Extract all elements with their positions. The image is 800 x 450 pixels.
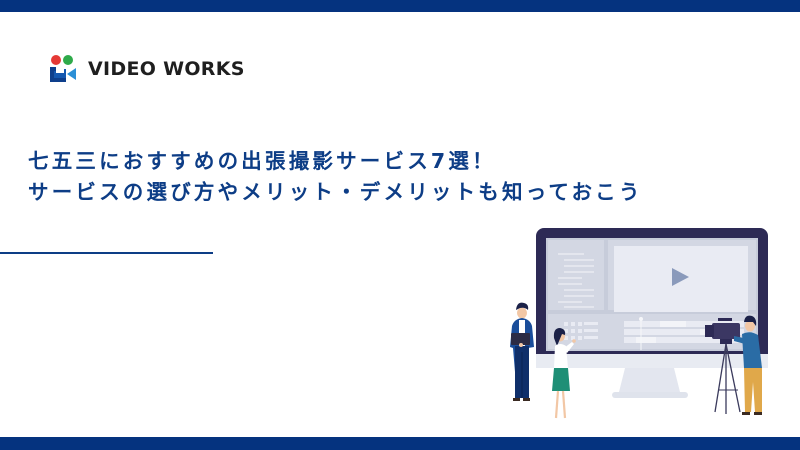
brand-logo[interactable]: VIDEO WORKS: [48, 54, 245, 84]
title-divider: [0, 252, 213, 254]
top-brand-bar: [0, 0, 800, 12]
article-title: 七五三におすすめの出張撮影サービス7選！ サービスの選び方やメリット・デメリット…: [28, 146, 643, 208]
video-camera-logo-icon: [50, 55, 76, 82]
play-icon: [672, 268, 689, 286]
woman-figure: [552, 328, 576, 419]
monitor-stand: [619, 368, 680, 392]
bottom-brand-bar: [0, 437, 800, 450]
article-title-line-2: サービスの選び方やメリット・デメリットも知っておこう: [28, 180, 643, 204]
presenter-figure: [510, 302, 534, 401]
article-title-line-1: 七五三におすすめの出張撮影サービス7選！: [28, 149, 496, 173]
brand-name: VIDEO WORKS: [88, 58, 245, 80]
cameraman-figure: [705, 315, 762, 415]
video-production-illustration: [500, 222, 800, 422]
video-camera: [712, 323, 740, 339]
